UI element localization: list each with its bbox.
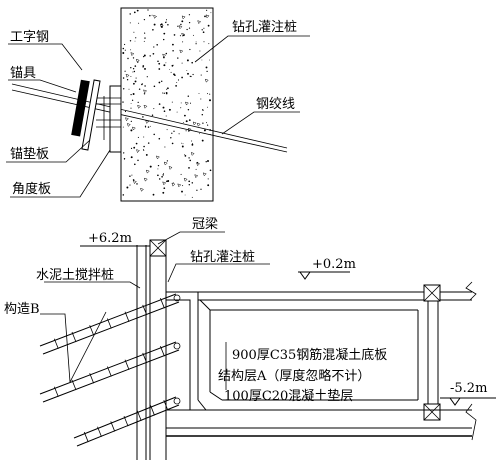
elev-mid-marker: +0.2m <box>298 257 356 280</box>
cement-pile-label: 水泥土搅拌桩 <box>36 267 114 283</box>
steel-strand-label: 钢绞线 <box>256 96 295 112</box>
elev-mid-label: +0.2m <box>312 257 356 272</box>
anchor-detail: 工字钢 锚具 锚垫板 角度板 钻孔灌注桩 钢绞线 <box>6 7 310 202</box>
slab-note-1: 900厚C35钢筋混凝土底板 <box>232 347 387 363</box>
i-beam-label: 工字钢 <box>10 30 49 45</box>
anchor-label: 锚具 <box>10 66 36 81</box>
bored-pile-label-section: 钻孔灌注桩 <box>190 250 255 265</box>
angle-plate-label: 角度板 <box>12 181 51 197</box>
slab-note-3: 100厚C20混凝土垫层 <box>224 388 353 404</box>
steel-strand-line <box>11 83 288 149</box>
crown-beam-label: 冠梁 <box>192 217 218 232</box>
angle-plate <box>96 85 122 153</box>
construct-b-label: 构造B <box>4 302 40 317</box>
elev-top-label: +6.2m <box>88 231 132 246</box>
construct-b-anchors <box>39 293 181 447</box>
section-view: +6.2m <box>4 217 496 460</box>
anchor-block <box>71 79 90 137</box>
anchor-plate <box>81 79 101 151</box>
bored-pile-wall <box>120 7 214 202</box>
bored-pile-label-top: 钻孔灌注桩 <box>232 20 297 35</box>
basement-frame <box>166 281 477 441</box>
elev-bottom-marker: -5.2m <box>440 381 496 406</box>
anchor-plate-label: 锚垫板 <box>10 146 49 162</box>
concrete-hatch <box>122 9 212 198</box>
elev-bottom-label: -5.2m <box>450 381 487 396</box>
slab-note-2: 结构层A（厚度忽略不计） <box>218 368 370 384</box>
